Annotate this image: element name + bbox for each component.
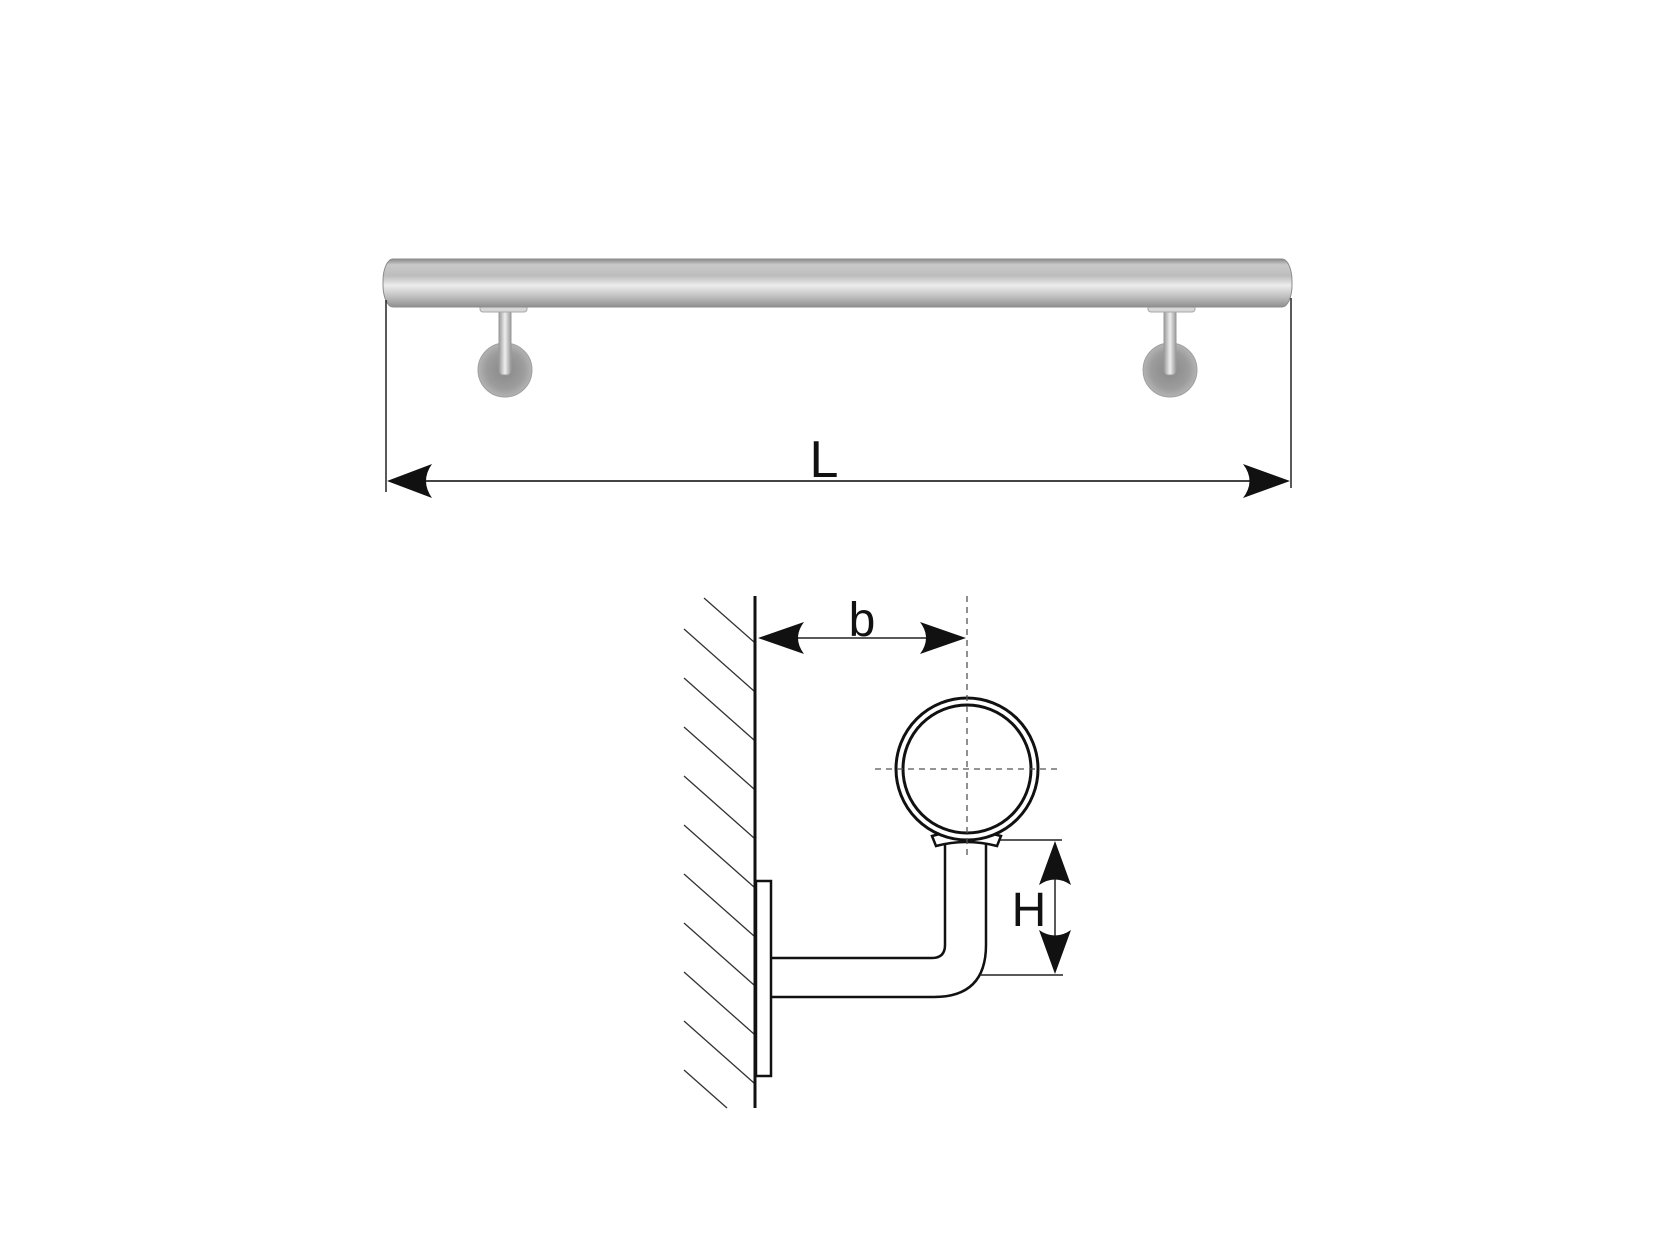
dimension-label-L: L — [810, 431, 839, 489]
side-view: b H — [683, 594, 1071, 1109]
front-view: L — [382, 258, 1293, 498]
arrowhead-left-icon — [387, 464, 432, 498]
dimension-label-b: b — [849, 594, 876, 647]
handrail-tube — [382, 258, 1293, 308]
bracket-arm — [771, 843, 988, 999]
wall-plate — [754, 879, 773, 1078]
arrowhead-H-up-icon — [1039, 841, 1071, 885]
bracket-stem — [498, 308, 512, 376]
arrowhead-b-right-icon — [920, 622, 966, 654]
dimension-label-H: H — [1012, 884, 1047, 937]
arrowhead-right-icon — [1243, 464, 1290, 498]
bracket-stem — [1163, 308, 1177, 376]
bracket-right — [1142, 303, 1198, 398]
arrowhead-H-down-icon — [1039, 930, 1071, 974]
arrowhead-b-left-icon — [758, 622, 804, 654]
wall-hatching — [683, 597, 755, 1109]
bracket-left — [477, 303, 533, 398]
